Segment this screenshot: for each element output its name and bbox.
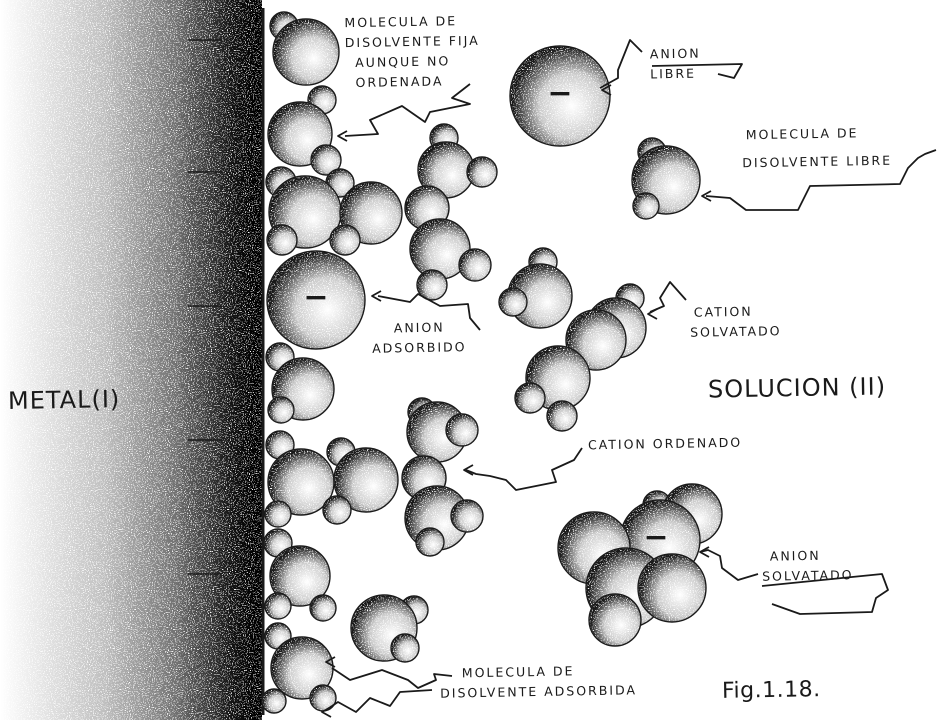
metal-region bbox=[0, 0, 262, 720]
solvated-cation-sphere bbox=[499, 288, 527, 316]
label-line: LIBRE bbox=[650, 64, 701, 85]
solvated-anion-sphere bbox=[638, 554, 706, 622]
adsorbed-solvent-molecule-sphere bbox=[268, 397, 294, 423]
label-line: AUNQUE NO bbox=[345, 51, 480, 73]
label-ordered-cation: CATION ORDENADO bbox=[588, 433, 743, 456]
label-line: MOLECULA DE bbox=[742, 123, 892, 146]
label-solvated-cation: CATION SOLVATADO bbox=[690, 301, 782, 343]
label-line: MOLECULA DE bbox=[344, 11, 479, 33]
adsorbed-solvent-molecule-sphere bbox=[323, 496, 351, 524]
adsorbed-solvent-molecule-sphere bbox=[310, 685, 336, 711]
label-line: ANION bbox=[372, 317, 467, 339]
label-line: CATION bbox=[690, 301, 782, 323]
leader-arrowhead bbox=[464, 465, 473, 475]
anion-minus-sign: − bbox=[547, 76, 572, 111]
solvated-cation-sphere bbox=[547, 401, 577, 431]
leader-arrowhead bbox=[648, 309, 657, 319]
label-line: SOLVATADO bbox=[762, 565, 854, 587]
label-metal: METAL(I) bbox=[8, 385, 121, 415]
label-fixed-solvent: MOLECULA DE DISOLVENTE FIJA AUNQUE NO OR… bbox=[344, 11, 480, 93]
label-line: ANION bbox=[762, 545, 854, 567]
ordered-cation-sphere bbox=[459, 249, 491, 281]
leader-line bbox=[700, 550, 758, 580]
ordered-cation-sphere bbox=[467, 157, 497, 187]
leader-line bbox=[466, 448, 582, 490]
label-line: SOLVATADO bbox=[690, 321, 782, 343]
ordered-cation-sphere bbox=[416, 528, 444, 556]
ordered-cation-sphere bbox=[446, 414, 478, 446]
solvated-cation-sphere bbox=[515, 383, 545, 413]
label-line: ANION bbox=[650, 44, 701, 65]
adsorbed-solvent-molecule-sphere bbox=[310, 595, 336, 621]
leader-arrowhead bbox=[700, 547, 709, 557]
adsorbed-solvent-molecule-sphere bbox=[265, 501, 291, 527]
adsorbed-solvent-molecule-sphere bbox=[330, 225, 360, 255]
label-free-anion: ANION LIBRE bbox=[650, 44, 701, 85]
ordered-cation-sphere bbox=[451, 500, 483, 532]
label-line: ADSORBIDO bbox=[372, 337, 467, 359]
anion-minus-sign: − bbox=[303, 280, 328, 315]
adsorbed-solvent-molecule-sphere bbox=[267, 225, 297, 255]
label-line: DISOLVENTE ADSORBIDA bbox=[440, 680, 637, 703]
label-solution: SOLUCION (II) bbox=[708, 372, 887, 403]
label-line: ORDENADA bbox=[345, 71, 480, 93]
label-solvated-anion: ANION SOLVATADO bbox=[762, 545, 854, 587]
leader-line bbox=[326, 690, 432, 712]
label-adsorbed-solvent: MOLECULA DE DISOLVENTE ADSORBIDA bbox=[440, 660, 638, 703]
anion-minus-sign: − bbox=[643, 520, 668, 555]
label-line: DISOLVENTE LIBRE bbox=[742, 143, 892, 174]
solvated-anion-sphere bbox=[589, 594, 641, 646]
label-free-solvent: MOLECULA DE DISOLVENTE LIBRE bbox=[742, 123, 893, 174]
label-line: DISOLVENTE FIJA bbox=[345, 31, 480, 53]
leader-line bbox=[650, 282, 686, 312]
adsorbed-solvent-molecule-sphere bbox=[262, 689, 286, 713]
figure-number: Fig.1.18. bbox=[722, 677, 821, 704]
free-solvent-molecule-sphere bbox=[633, 193, 659, 219]
free-solvent-molecule-sphere bbox=[391, 634, 419, 662]
molecule-spheres bbox=[262, 12, 722, 713]
adsorbed-solvent-molecule-sphere bbox=[265, 593, 291, 619]
leader-line bbox=[332, 668, 452, 688]
label-adsorbed-anion: ANION ADSORBIDO bbox=[372, 317, 467, 359]
adsorbed-solvent-molecule-sphere bbox=[273, 19, 339, 85]
